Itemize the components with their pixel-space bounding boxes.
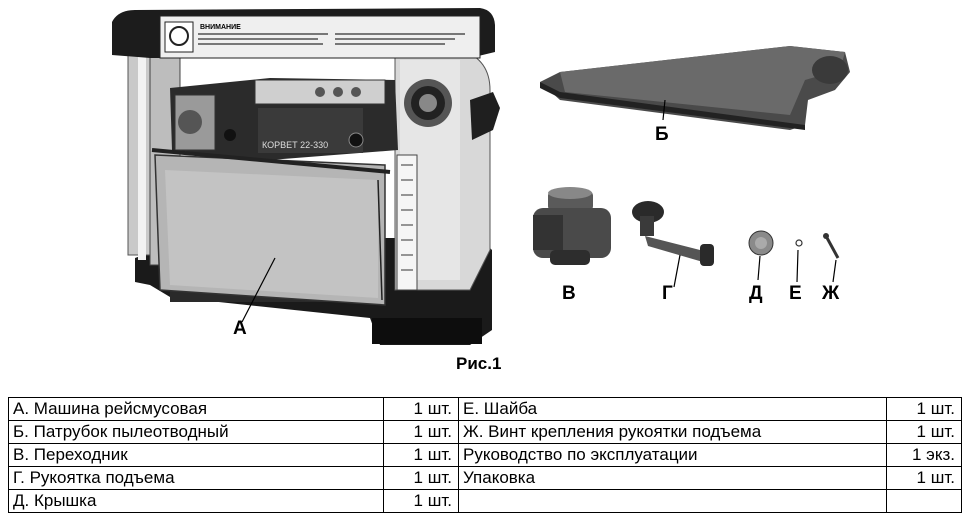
item-quantity: 1 экз. <box>886 443 962 467</box>
callout-zh: Ж <box>822 283 840 304</box>
callout-g: Г <box>662 283 673 304</box>
callout-b: Б <box>655 124 669 145</box>
item-quantity: 1 шт. <box>886 397 962 421</box>
item-name: Е. Шайба <box>458 397 887 421</box>
planer-machine: ВНИМАНИЕ КОРВЕТ 22-330 <box>112 8 500 345</box>
item-name: В. Переходник <box>8 443 384 467</box>
item-name: Д. Крышка <box>8 489 384 513</box>
item-name: А. Машина рейсмусовая <box>8 397 384 421</box>
item-quantity: 1 шт. <box>383 489 459 513</box>
table-row: Г. Рукоятка подъема 1 шт. Упаковка 1 шт. <box>8 466 962 490</box>
item-name: Г. Рукоятка подъема <box>8 466 384 490</box>
item-quantity: 1 шт. <box>886 420 962 444</box>
callout-e: Е <box>789 283 802 304</box>
callout-v: В <box>562 283 576 304</box>
item-quantity: 1 шт. <box>383 420 459 444</box>
item-name <box>458 489 887 513</box>
table-row: В. Переходник 1 шт. Руководство по экспл… <box>8 443 962 467</box>
item-name: Руководство по эксплуатации <box>458 443 887 467</box>
item-name: Упаковка <box>458 466 887 490</box>
equipment-figure: ВНИМАНИЕ КОРВЕТ 22-330 <box>112 8 850 345</box>
callout-d: Д <box>749 283 763 304</box>
adapter-part <box>533 187 611 265</box>
parts-list-table: А. Машина рейсмусовая 1 шт. Е. Шайба 1 ш… <box>8 397 962 513</box>
item-quantity: 1 шт. <box>886 466 962 490</box>
item-name: Б. Патрубок пылеотводный <box>8 420 384 444</box>
lift-handle-part <box>632 201 714 288</box>
equipment-illustration: ВНИМАНИЕ КОРВЕТ 22-330 <box>112 8 850 345</box>
item-quantity: 1 шт. <box>383 397 459 421</box>
item-quantity: 1 шт. <box>383 466 459 490</box>
small-parts <box>748 230 840 283</box>
table-row: А. Машина рейсмусовая 1 шт. Е. Шайба 1 ш… <box>8 397 962 421</box>
item-quantity: 1 шт. <box>383 443 459 467</box>
item-quantity <box>886 489 962 513</box>
warning-plate-title: ВНИМАНИЕ <box>200 24 241 31</box>
table-row: Д. Крышка 1 шт. <box>8 489 962 513</box>
item-name: Ж. Винт крепления рукоятки подъема <box>458 420 887 444</box>
table-row: Б. Патрубок пылеотводный 1 шт. Ж. Винт к… <box>8 420 962 444</box>
machine-brand-plate: КОРВЕТ 22-330 <box>262 140 328 150</box>
figure-caption: Рис.1 <box>456 354 502 373</box>
dust-port <box>540 46 850 130</box>
callout-a: А <box>233 318 247 339</box>
